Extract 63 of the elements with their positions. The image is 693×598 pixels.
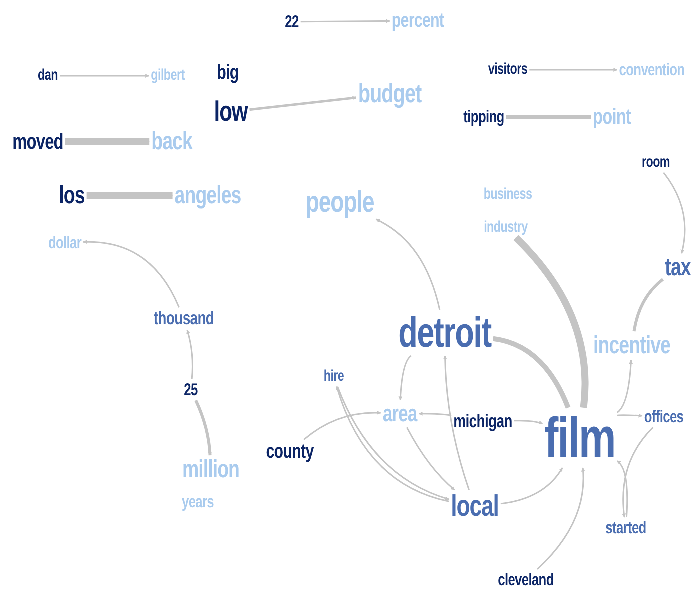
arrow bbox=[492, 336, 571, 409]
word-label: years bbox=[182, 493, 214, 511]
word-label: gilbert bbox=[151, 68, 185, 84]
arrow bbox=[663, 172, 686, 254]
word-label: hire bbox=[324, 369, 344, 385]
word-label: dollar bbox=[48, 234, 82, 252]
word-label: industry bbox=[484, 220, 528, 236]
arrow bbox=[83, 240, 180, 308]
word-label: los bbox=[59, 184, 85, 208]
arrow bbox=[398, 356, 412, 401]
arrow bbox=[500, 468, 564, 505]
arrow bbox=[616, 360, 634, 414]
arrow bbox=[536, 468, 586, 570]
arrow bbox=[632, 278, 664, 332]
arrow bbox=[186, 330, 194, 380]
word-label: michigan bbox=[454, 412, 512, 432]
arrow bbox=[60, 74, 150, 78]
arrow bbox=[300, 19, 390, 24]
word-label: angeles bbox=[174, 184, 242, 208]
word-label: million bbox=[182, 458, 240, 482]
arrow bbox=[86, 192, 174, 200]
word-label: 22 bbox=[285, 13, 299, 31]
arrow bbox=[530, 68, 618, 72]
word-label: room bbox=[642, 155, 670, 171]
word-label: detroit bbox=[398, 312, 492, 354]
arrow bbox=[443, 356, 470, 490]
arrow bbox=[616, 460, 628, 518]
word-label: area bbox=[382, 402, 418, 426]
word-label: business bbox=[484, 187, 532, 203]
arrow bbox=[376, 218, 441, 310]
word-label: visitors bbox=[488, 62, 528, 78]
arrow bbox=[418, 412, 452, 417]
word-label: tax bbox=[665, 256, 691, 280]
word-label: people bbox=[306, 188, 374, 218]
word-label: local bbox=[451, 492, 499, 522]
word-label: county bbox=[266, 442, 314, 462]
word-label: big bbox=[217, 62, 239, 84]
arrow bbox=[250, 96, 357, 112]
word-label: dan bbox=[38, 68, 58, 84]
word-label: film bbox=[544, 410, 616, 466]
arrow bbox=[65, 138, 150, 146]
word-label: point bbox=[593, 106, 631, 128]
word-label: percent bbox=[392, 10, 444, 32]
word-label: low bbox=[214, 98, 248, 126]
word-label: started bbox=[606, 519, 646, 537]
arrow bbox=[514, 420, 544, 425]
word-label: moved bbox=[12, 131, 64, 153]
arrow bbox=[617, 414, 643, 418]
word-label: tipping bbox=[464, 108, 504, 126]
arrow bbox=[622, 427, 654, 518]
arrow bbox=[406, 427, 456, 491]
word-label: back bbox=[152, 130, 192, 154]
arrow bbox=[514, 235, 589, 408]
word-label: thousand bbox=[154, 310, 214, 328]
arrow bbox=[194, 400, 212, 456]
word-label: convention bbox=[619, 61, 685, 79]
arrow bbox=[506, 115, 592, 119]
word-label: 25 bbox=[184, 381, 198, 399]
word-label: budget bbox=[358, 80, 422, 108]
word-label: incentive bbox=[594, 334, 670, 358]
word-label: offices bbox=[644, 408, 684, 426]
arrow bbox=[304, 411, 382, 440]
word-label: cleveland bbox=[498, 571, 554, 589]
